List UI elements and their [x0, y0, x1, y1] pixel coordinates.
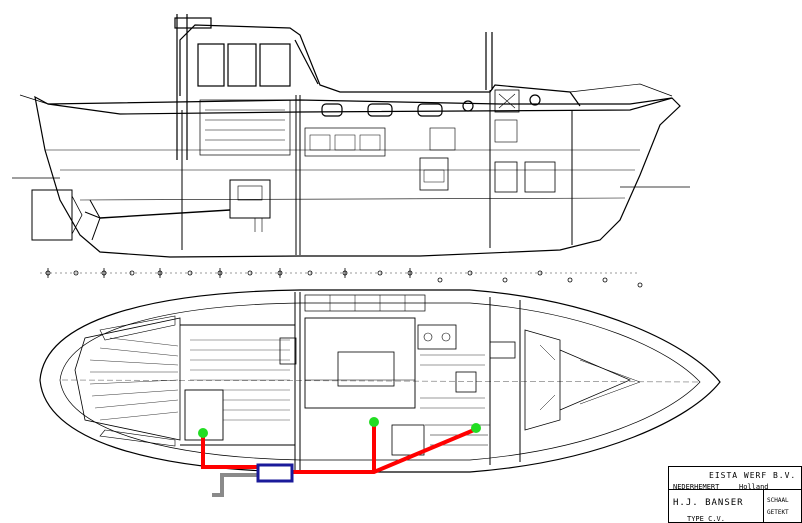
side-sheer-line	[47, 97, 673, 105]
side-wheelhouse	[179, 24, 581, 107]
ref-drawn: GETEKT	[767, 509, 789, 516]
station-marks	[40, 268, 643, 288]
valve-3	[471, 423, 481, 433]
side-prop-shaft	[99, 209, 231, 219]
side-hull-outline	[34, 95, 681, 258]
red-pipe-forward	[292, 428, 475, 474]
location-right: Holland	[739, 483, 769, 491]
tank	[256, 463, 294, 483]
side-profile	[12, 14, 690, 258]
exhaust-pipe	[212, 473, 262, 497]
plumbing-overlay	[198, 417, 481, 497]
plan-view	[39, 289, 721, 473]
side-mast	[176, 14, 188, 160]
valve-2	[369, 417, 379, 427]
designer-name: H.J. BANSER	[673, 498, 744, 508]
side-propeller	[84, 199, 101, 241]
red-pipe-main	[201, 433, 258, 469]
location-left: NEDERHEMERT	[673, 483, 720, 491]
company-name: EISTA WERF B.V.	[709, 471, 797, 480]
valve-1	[198, 428, 208, 438]
side-engine	[229, 179, 271, 219]
title-block: EISTA WERF B.V. NEDERHEMERT Holland H.J.…	[668, 466, 802, 523]
ref-scale: SCHAAL	[767, 497, 789, 504]
drawing-type: TYPE C.V.	[687, 515, 725, 523]
side-rudder	[31, 189, 73, 241]
plan-hull-outline	[39, 289, 721, 473]
side-waterline	[12, 177, 690, 188]
